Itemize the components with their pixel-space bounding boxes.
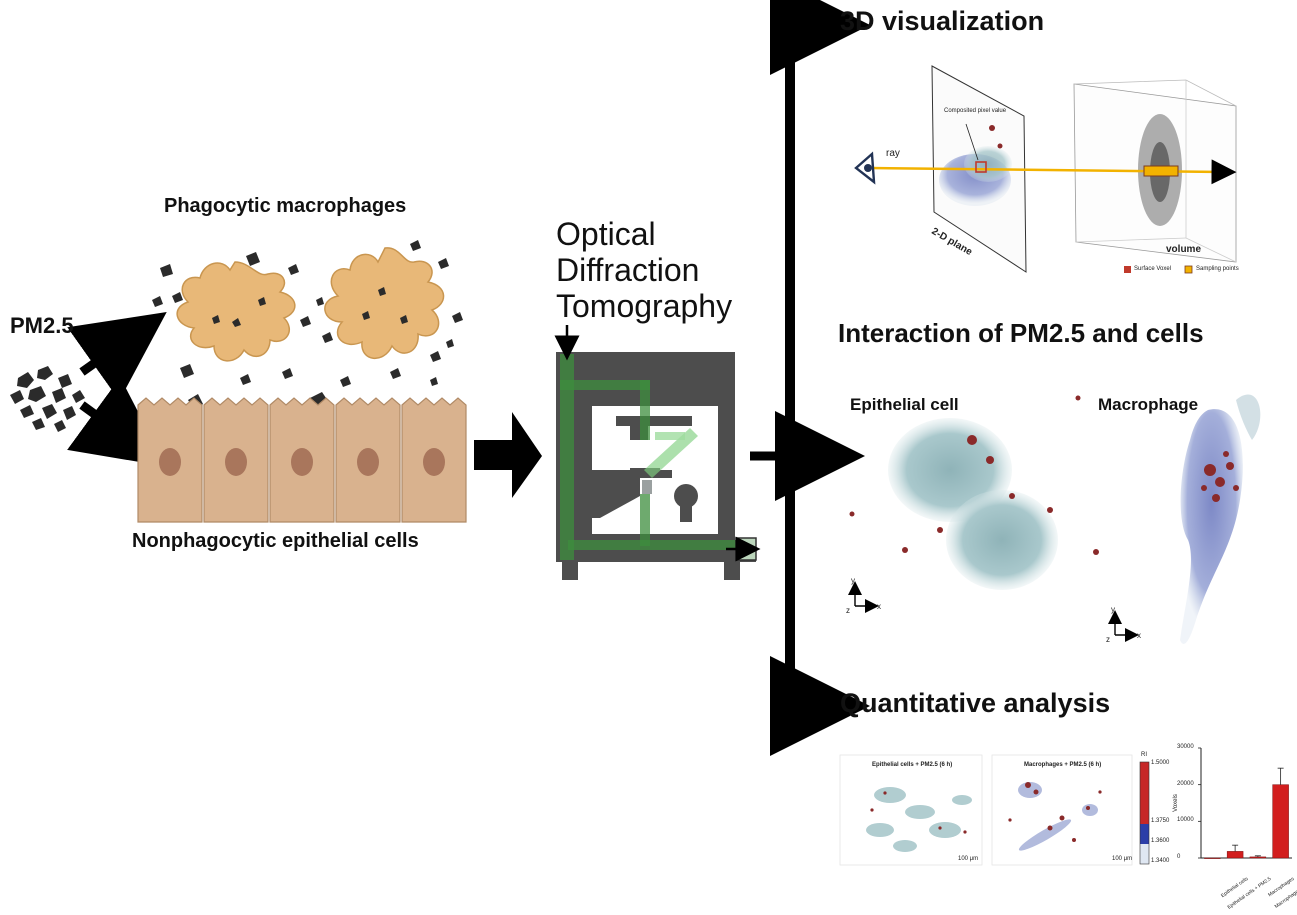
axis-x-label-1: x (877, 602, 881, 611)
cell-nucleus (159, 448, 181, 476)
interaction-render-panel (848, 394, 1261, 644)
arrow-to-odt (474, 412, 542, 498)
quant-title: Quantitative analysis (840, 688, 1111, 718)
bar (1226, 851, 1244, 859)
bar (1249, 856, 1267, 859)
vis-title: 3D visualization (840, 6, 1045, 36)
bar (1272, 784, 1289, 859)
y-tick-label: 30000 (1177, 744, 1194, 750)
pm25-label: PM2.5 (10, 313, 74, 338)
axis-z-label-2: z (1106, 635, 1110, 644)
odt-instrument (554, 325, 761, 580)
quant-panel-epithelial (839, 754, 983, 866)
colorbar-tick-1: 1.5000 (1151, 760, 1170, 766)
macrophage-particles (152, 240, 463, 414)
vis-ray-label: ray (886, 148, 900, 159)
figure-canvas: PM2.5 Phagocytic macrophages Nonphagocyt… (10, 0, 1297, 911)
output-branch-lines (770, 0, 870, 756)
odt-line-1: Optical (556, 216, 656, 252)
chart-ylabel: Voxels (1172, 794, 1179, 812)
quant-panel1-title: Epithelial cells + PM2.5 (6 h) (872, 762, 953, 768)
colorbar-tick-4: 1.3400 (1151, 858, 1170, 864)
macrophage-label: Phagocytic macrophages (164, 195, 407, 217)
arrow-to-macrophages (67, 311, 167, 401)
vis-render-panel (854, 65, 1237, 274)
quant-panel2-title: Macrophages + PM2.5 (6 h) (1024, 762, 1102, 768)
interaction-epithelial-label: Epithelial cell (850, 395, 959, 414)
vis-legend-sampling: Sampling points (1196, 266, 1239, 272)
vis-volume-label: volume (1166, 244, 1202, 255)
colorbar-unit: RI (1141, 752, 1147, 758)
odt-line-3: Tomography (556, 288, 733, 324)
interaction-title: Interaction of PM2.5 and cells (838, 318, 1204, 348)
epithelial-label: Nonphagocytic epithelial cells (132, 530, 419, 552)
cell-nucleus (225, 448, 247, 476)
y-tick-label: 10000 (1177, 817, 1194, 824)
colorbar-tick-2: 1.3750 (1151, 818, 1170, 824)
cell-nucleus (291, 448, 313, 476)
bar (1204, 857, 1221, 859)
colorbar-tick-3: 1.3600 (1151, 838, 1170, 844)
y-tick-label: 20000 (1177, 780, 1194, 787)
axis-x-label-2: x (1137, 631, 1141, 640)
vis-legend-voxel: Surface Voxel (1134, 266, 1172, 272)
vis-pixel-note: Composited pixel value (944, 108, 1007, 114)
cell-nucleus (357, 448, 379, 476)
axis-y-label-2: y (1111, 605, 1115, 614)
quant-panel-macrophage (991, 754, 1133, 866)
odt-line-2: Diffraction (556, 252, 700, 288)
colorbar (1139, 761, 1150, 865)
cell-nucleus (423, 448, 445, 476)
diagram-graphics (10, 0, 1292, 866)
quant-scale2: 100 μm (1112, 856, 1133, 862)
axis-y-label-1: y (851, 576, 855, 585)
arrow-to-epithelial (67, 377, 167, 467)
quant-scale1: 100 μm (958, 856, 979, 862)
pm-particles-cluster (10, 366, 85, 432)
macrophage-cell-2 (324, 247, 445, 359)
interaction-macrophage-label: Macrophage (1098, 395, 1199, 414)
y-tick-label: 0 (1177, 854, 1181, 860)
macrophage-cell-1 (176, 261, 296, 362)
axis-z-label-1: z (846, 606, 850, 615)
epithelial-cell-layer (137, 397, 467, 523)
voxel-bar-chart (1198, 747, 1292, 859)
